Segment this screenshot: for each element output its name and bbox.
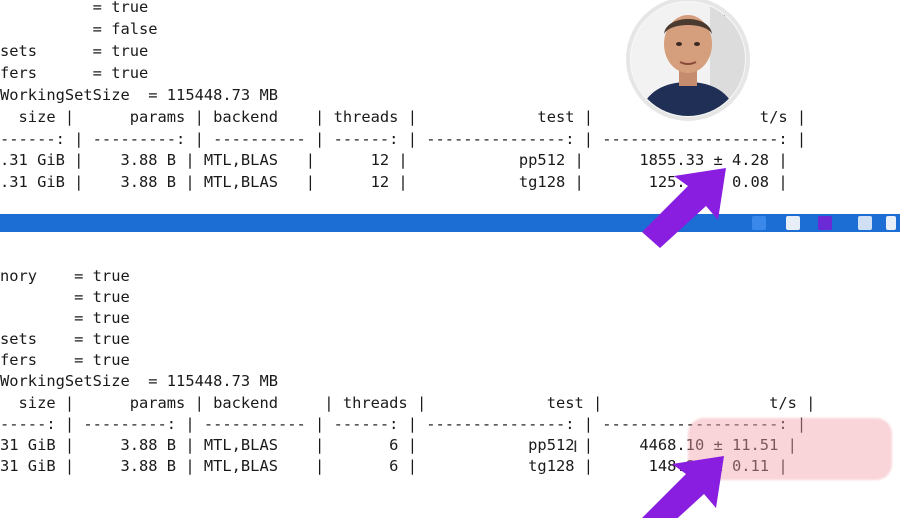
highlight-marker bbox=[688, 418, 892, 480]
terminal-line: = true bbox=[0, 0, 149, 16]
terminal-pane-top: = true = false sets = true fers = true W… bbox=[0, 0, 900, 214]
arrow-icon bbox=[642, 168, 726, 248]
table-header-row: size | params | backend | threads | test… bbox=[0, 394, 816, 412]
menubar-icon[interactable] bbox=[752, 216, 766, 230]
terminal-line: WorkingSetSize = 115448.73 MB bbox=[0, 86, 278, 104]
wifi-icon[interactable] bbox=[886, 216, 896, 230]
menubar-icon[interactable] bbox=[818, 216, 832, 230]
terminal-line: sets = true bbox=[0, 330, 130, 348]
table-row: .31 GiB | 3.88 B | MTL,BLAS | 12 | pp512… bbox=[0, 151, 788, 169]
terminal-pane-bottom: nory = true = true = true sets = true fe… bbox=[0, 232, 900, 512]
table-row: 31 GiB | 3.88 B | MTL,BLAS | 6 | pp512 |… bbox=[0, 436, 797, 454]
terminal-line: WorkingSetSize = 115448.73 MB bbox=[0, 372, 278, 390]
terminal-line: fers = true bbox=[0, 64, 149, 82]
table-header-row: size | params | backend | threads | test… bbox=[0, 108, 807, 126]
menubar-icon[interactable] bbox=[858, 216, 872, 230]
terminal-line: sets = true bbox=[0, 42, 149, 60]
terminal-line: fers = true bbox=[0, 351, 130, 369]
terminal-line: = false bbox=[0, 20, 158, 38]
menu-bar bbox=[0, 214, 900, 232]
presenter-avatar bbox=[624, 0, 752, 122]
terminal-line: nory = true bbox=[0, 267, 130, 285]
terminal-line: = true bbox=[0, 309, 130, 327]
person-icon bbox=[626, 0, 750, 121]
text-cursor-icon: I bbox=[573, 437, 578, 456]
menubar-icon[interactable] bbox=[786, 216, 800, 230]
table-row: 31 GiB | 3.88 B | MTL,BLAS | 6 | tg128 |… bbox=[0, 457, 788, 475]
table-separator-row: -----: | ---------: | ----------- | ----… bbox=[0, 415, 807, 433]
terminal-line: = true bbox=[0, 288, 130, 306]
arrow-icon bbox=[642, 456, 724, 518]
table-separator-row: ------: | ---------: | ---------- | ----… bbox=[0, 130, 807, 148]
